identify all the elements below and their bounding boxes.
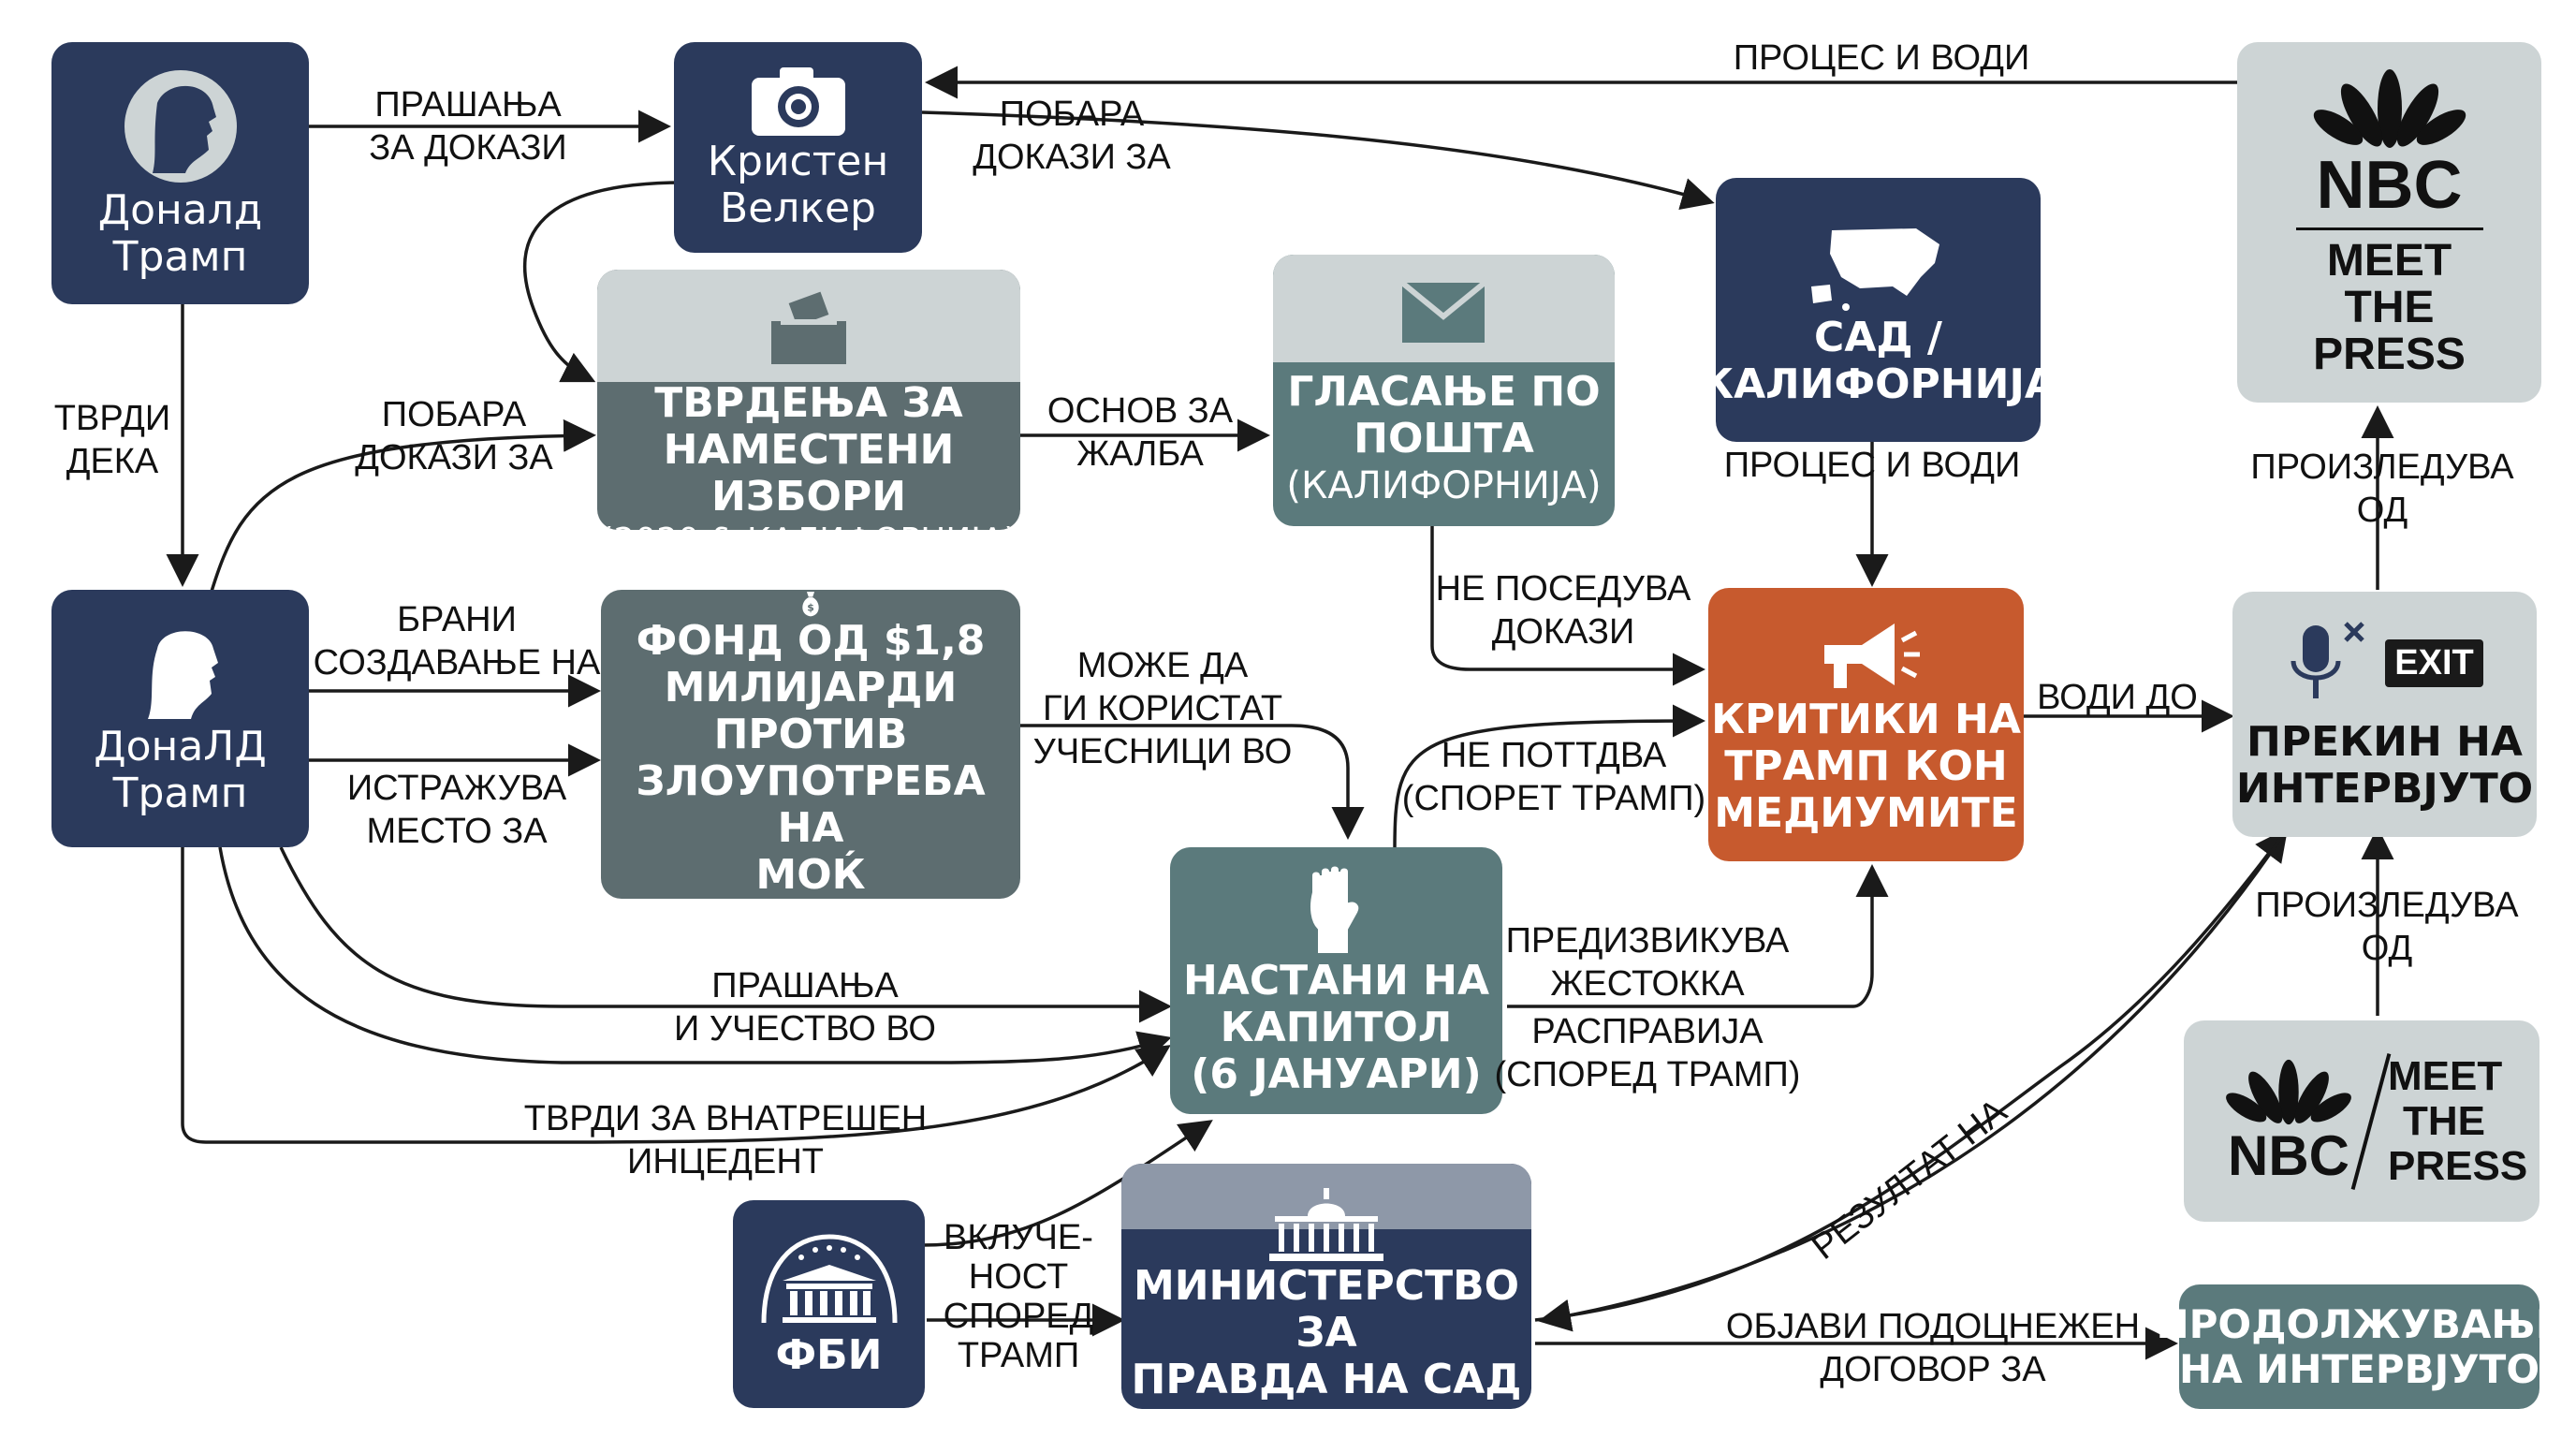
node-label: ФБИ — [775, 1331, 883, 1379]
node-trump-criticism[interactable]: КРИТИКИ НА ТРАМП КОН МЕДИУМИТЕ — [1708, 588, 2024, 861]
node-label: ДонаЛД Трамп — [94, 722, 267, 817]
node-label: Кристен Велкер — [707, 137, 889, 232]
edge-label: ВОДИ ДО — [2037, 678, 2198, 717]
arrow-interrupt-to-doj — [1538, 832, 2286, 1332]
envelope-icon — [1400, 280, 1486, 343]
meet-the-press-wordmark: MEET THE PRESS — [2388, 1052, 2528, 1189]
arrow-welker-to-usa — [921, 110, 1715, 211]
edge-label: ОСНОВ ЗА ЖАЛБА — [1046, 391, 1234, 474]
trump-silhouette-icon — [124, 70, 237, 183]
node-label: Доналд Трамп — [97, 186, 263, 281]
megaphone-icon — [1823, 624, 1920, 688]
edge-label: ПОБАРА ДОКАЗИ ЗА — [973, 95, 1171, 177]
arrow-trump-to-rigged — [209, 418, 596, 595]
edge-label: НЕ ПОСЕДУВА ДОКАЗИ — [1435, 569, 1691, 652]
node-usa-california[interactable]: САД / КАЛИФОРНИЈА — [1700, 178, 2056, 442]
node-label: КРИТИКИ НА ТРАМП КОН МЕДИУМИТЕ — [1711, 696, 2021, 837]
nbc-peacock-icon — [2226, 1059, 2351, 1125]
raised-fist-icon — [1308, 864, 1360, 955]
edge-label: НЕ ПОТТДВА (СПОРЕТ ТРАМП) — [1401, 736, 1706, 818]
usa-map-icon — [1810, 228, 1939, 311]
nbc-peacock-icon — [2313, 69, 2466, 148]
edge-label: ПРОЦЕС И ВОДИ — [1723, 446, 2021, 485]
edge-label: ПРОИЗЛЕДУВА ОД — [2250, 448, 2514, 530]
arrow-fund-to-capitol — [1020, 724, 1365, 840]
nbc-wordmark: NBC — [2228, 1124, 2349, 1187]
nbc-wordmark: NBC — [2316, 148, 2463, 223]
edge-label: ПОБАРА ДОКАЗИ ЗА — [355, 395, 553, 477]
node-label: НАСТАНИ НА КАПИТОЛ (6 ЈАНУАРИ) — [1182, 956, 1490, 1098]
node-title: ГЛАСАЊЕ ПО ПОШТА — [1287, 368, 1601, 462]
arrow-capitol-to-criticism — [1393, 704, 1705, 853]
node-nbc-meet-the-press-bottom[interactable]: NBC MEET THE PRESS — [2184, 1020, 2539, 1222]
arrow-welker-to-rigged — [523, 181, 684, 383]
edge-label: РАСПРАВИЈА (СПОРЕД ТРАМП) — [1494, 1012, 1801, 1094]
node-interview-continuation[interactable]: ПРОДОЛЖУВАЊЕ НА ИНТЕРВЈУТО — [2156, 1284, 2563, 1409]
node-trump-top[interactable]: Доналд Трамп — [51, 42, 309, 304]
exit-sign-icon: EXIT — [2385, 638, 2483, 687]
camera-icon — [751, 66, 845, 136]
trump-profile-icon — [147, 630, 218, 719]
node-mail-voting[interactable]: ГЛАСАЊЕ ПО ПОШТА (КАЛИФОРНИЈА) — [1273, 255, 1615, 526]
node-label: САД / КАЛИФОРНИЈА — [1700, 314, 2056, 408]
edge-label: БРАНИ СОЗДАВАЊЕ НА — [313, 600, 601, 682]
edge-label: ПРЕДИЗВИКУВА ЖЕСТОККА — [1505, 921, 1790, 1004]
node-capitol-events[interactable]: НАСТАНИ НА КАПИТОЛ (6 ЈАНУАРИ) — [1170, 847, 1502, 1114]
node-kristen-welker[interactable]: Кристен Велкер — [674, 42, 922, 253]
node-fbi[interactable]: ФБИ — [733, 1200, 925, 1408]
arrow-fbi-to-capitol — [921, 1120, 1213, 1247]
arrow-trump-to-capitol-2 — [218, 846, 1172, 1064]
arrow-capitol-to-criticism-2 — [1507, 864, 1889, 1008]
edge-label: МОЖЕ ДА ГИ КОРИСТАТ УЧЕСНИЦИ ВО — [1032, 646, 1293, 771]
node-trump-main[interactable]: ДонаЛД Трамп — [51, 590, 309, 847]
capitol-building-icon — [1269, 1188, 1383, 1261]
edge-label: ПРАШАЊА ЗА ДОКАЗИ — [369, 85, 567, 168]
node-label: ФОНД ОД $1,8 МИЛИЈАРДИ ПРОТИВ ЗЛОУПОТРЕБ… — [636, 617, 986, 899]
node-label: ПРОДОЛЖУВАЊЕ НА ИНТЕРВЈУТО — [2156, 1300, 2563, 1392]
arrow-trump-to-capitol — [279, 846, 1172, 1023]
node-us-department-of-justice[interactable]: МИНИСТЕРСТВО ЗА ПРАВДА НА САД — [1121, 1164, 1531, 1409]
fbi-building-icon — [761, 1234, 897, 1324]
node-rigged-elections[interactable]: ТВРДЕЊА ЗА НАМЕСТЕНИ ИЗБОРИ (2020 & КАЛИ… — [597, 270, 1020, 530]
node-label: ПРЕКИН НА ИНТЕРВЈУТО — [2235, 718, 2534, 813]
ballot-box-icon — [771, 291, 846, 364]
arrow-mail-to-criticism — [1430, 524, 1705, 686]
edge-label: ВКЛУЧЕ- НОСТ СПОРЕД ТРАМП — [943, 1218, 1094, 1375]
svg-text:$: $ — [807, 601, 814, 613]
muted-microphone-icon — [2291, 622, 2365, 698]
edge-label: ПРАШАЊА И УЧЕСТВО ВО — [674, 966, 936, 1049]
node-subtitle: (2020 & КАЛИФОРНИЈА) — [597, 521, 1020, 530]
arrow-trump-to-capitol-3 — [181, 847, 1171, 1144]
node-fund[interactable]: $ ФОНД ОД $1,8 МИЛИЈАРДИ ПРОТИВ ЗЛОУПОТР… — [601, 590, 1020, 899]
node-subtitle: (КАЛИФОРНИЈА) — [1286, 464, 1602, 507]
edge-label: ПРОИЗЛЕДУВА ОД — [2255, 886, 2519, 968]
node-nbc-meet-the-press-top[interactable]: NBC MEET THE PRESS — [2237, 42, 2541, 403]
edge-label: ИСТРАЖУВА МЕСТО ЗА — [346, 769, 567, 851]
node-title: ТВРДЕЊА ЗА НАМЕСТЕНИ ИЗБОРИ — [654, 379, 963, 521]
node-interview-interruption[interactable]: EXIT ПРЕКИН НА ИНТЕРВЈУТО — [2232, 592, 2537, 837]
edge-label: ОБЈАВИ ПОДОЦНЕЖЕН ДОГОВОР ЗА — [1725, 1307, 2141, 1389]
meet-the-press-wordmark: MEET THE PRESS — [2313, 236, 2466, 379]
money-bag-icon: $ — [802, 592, 819, 617]
edge-label: ТВРДИ ДЕКА — [53, 399, 171, 481]
edge-label: ПРОЦЕС И ВОДИ — [1733, 38, 2030, 78]
edge-label: ТВРДИ ЗА ВНАТРЕШЕН ИНЦЕДЕНТ — [523, 1099, 928, 1181]
node-label: МИНИСТЕРСТВО ЗА ПРАВДА НА САД — [1131, 1262, 1522, 1403]
